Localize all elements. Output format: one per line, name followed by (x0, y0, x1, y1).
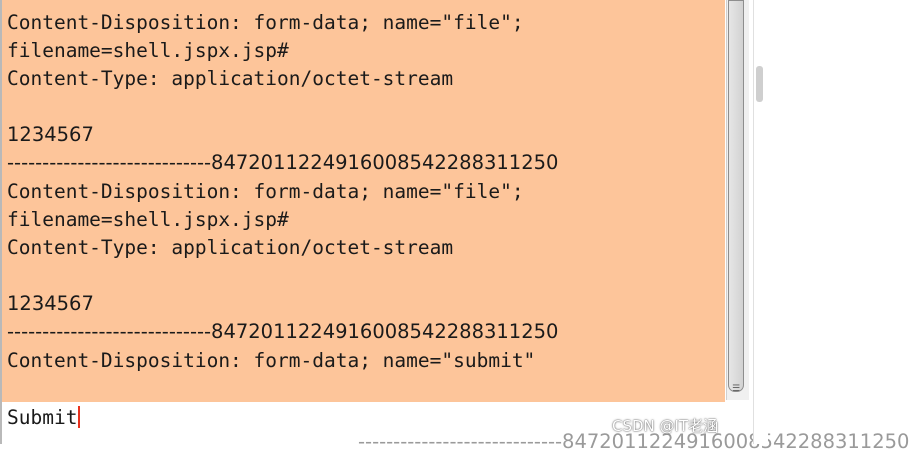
editor-line-12[interactable]: -----------------------------84720112249… (7, 320, 559, 343)
editor-line-15-text: Submit (7, 406, 78, 429)
editor-line-11[interactable]: 1234567 (7, 292, 94, 315)
editor-line-7[interactable]: Content-Disposition: form-data; name="fi… (7, 180, 524, 203)
scroll-grip-icon: ☰ (731, 384, 741, 394)
editor-line-3[interactable]: Content-Type: application/octet-stream (7, 67, 454, 90)
editor-line-2[interactable]: filename=shell.jspx.jsp# (7, 39, 289, 62)
editor-line-16-partial[interactable]: -----------------------------84720112249… (358, 430, 909, 453)
editor-scrollbar-thumb[interactable] (728, 0, 744, 392)
page-scrollbar-track[interactable] (753, 0, 768, 444)
selection-highlight (2, 0, 725, 402)
watermark: CSDN @IT老涵 (612, 417, 719, 435)
editor-line-15[interactable]: Submit (7, 404, 81, 432)
editor-line-9[interactable]: Content-Type: application/octet-stream (7, 236, 454, 259)
editor-line-8[interactable]: filename=shell.jspx.jsp# (7, 208, 289, 231)
page-scrollbar-thumb[interactable] (756, 66, 763, 102)
editor-left-border (0, 0, 2, 444)
editor-line-13[interactable]: Content-Disposition: form-data; name="su… (7, 349, 536, 372)
editor-line-5[interactable]: 1234567 (7, 123, 94, 146)
text-caret (78, 406, 81, 428)
editor-line-6[interactable]: -----------------------------84720112249… (7, 151, 559, 174)
editor-line-1[interactable]: Content-Disposition: form-data; name="fi… (7, 11, 524, 34)
